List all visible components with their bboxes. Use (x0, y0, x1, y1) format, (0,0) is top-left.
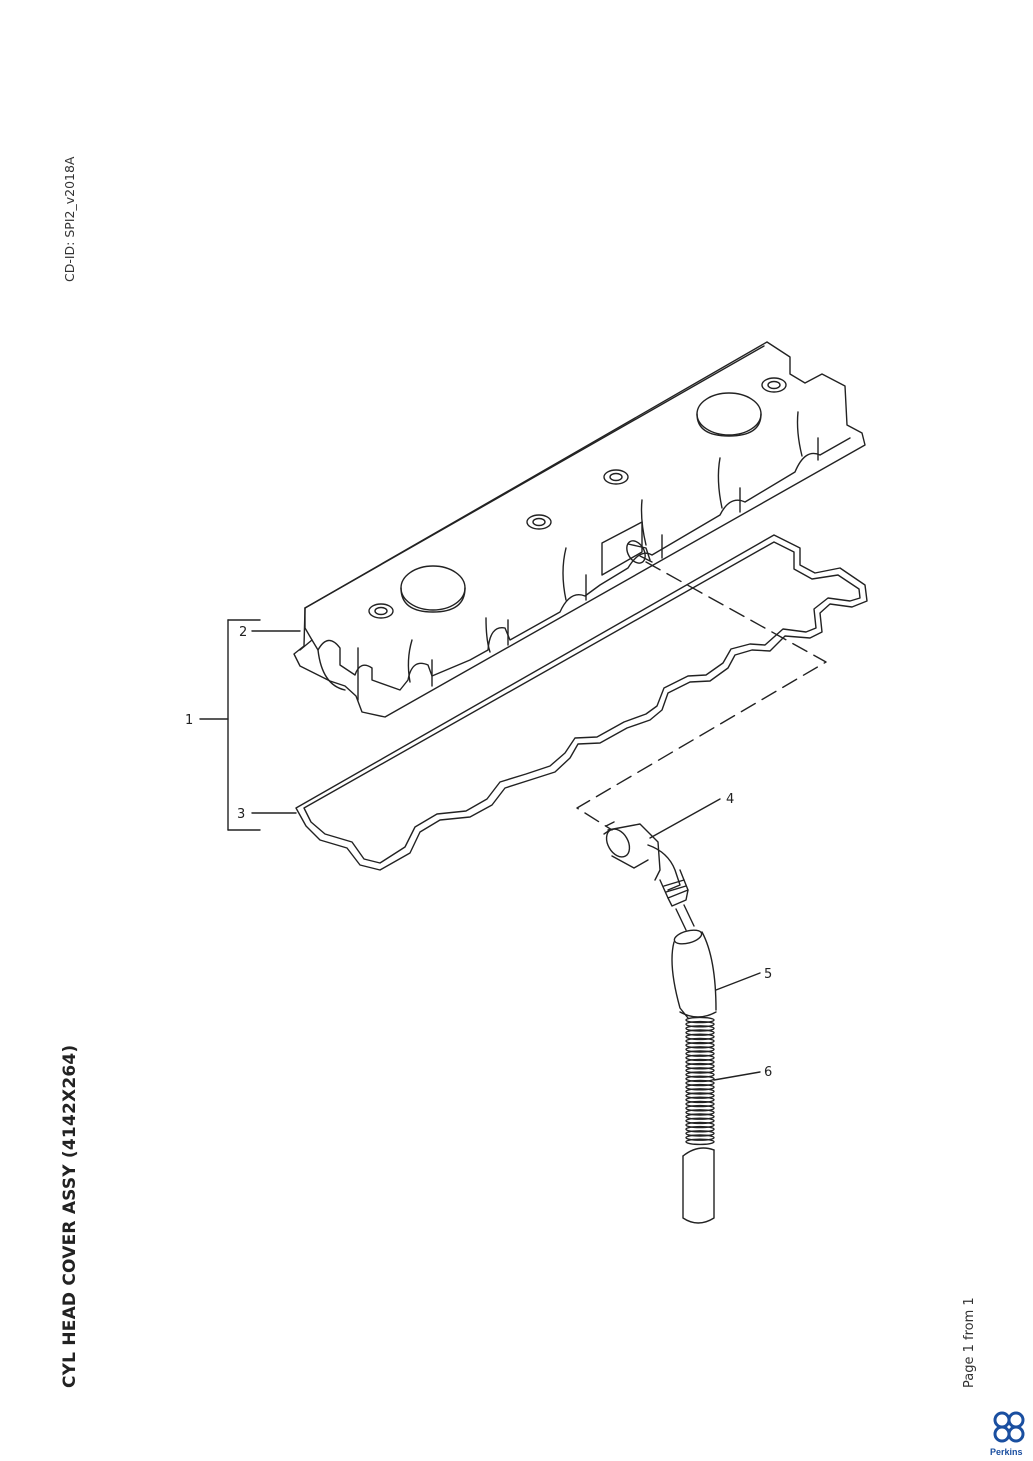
callout-5: 5 (764, 967, 772, 982)
spring-coil (685, 1033, 715, 1041)
perkins-logo-icon (993, 1411, 1025, 1443)
spring-coil (685, 1134, 715, 1141)
leader-lines (199, 619, 761, 1081)
spring-coil (685, 1067, 715, 1074)
spring-coil (685, 1058, 715, 1066)
spring-coil (685, 1100, 715, 1108)
hose-end (682, 1147, 715, 1224)
callout-1: 1 (185, 713, 193, 728)
spring-coil (685, 1138, 715, 1146)
callout-4: 4 (726, 792, 734, 807)
spring-coil (685, 1109, 715, 1116)
spring-coil (685, 1041, 715, 1049)
spring-coil (685, 1046, 715, 1053)
cover-gasket (295, 534, 868, 871)
spring-coil (685, 1054, 715, 1062)
spring-coil (685, 1050, 715, 1057)
spring-coil (685, 1125, 715, 1133)
spring-coil (685, 1121, 715, 1129)
brand-name: Perkins (990, 1447, 1023, 1457)
spring-coil (685, 1130, 715, 1137)
spring-coil (685, 1092, 715, 1099)
spring-coil (685, 1096, 715, 1104)
spring-coil (685, 1037, 715, 1045)
spring-coil (685, 1062, 715, 1070)
cylinder-head-cover (293, 341, 866, 718)
callout-3: 3 (237, 807, 245, 822)
hose-spring (685, 1016, 715, 1146)
spring-coil (685, 1075, 715, 1083)
breather-elbow (603, 821, 689, 907)
spring-coil (685, 1088, 715, 1095)
spring-coil (685, 1117, 715, 1125)
flow-line (576, 561, 827, 831)
spring-coil (685, 1071, 715, 1078)
breather-hose (671, 904, 717, 1019)
spring-coil (685, 1079, 715, 1087)
spring-coil (685, 1113, 715, 1120)
callout-2: 2 (239, 625, 247, 640)
spring-coil (685, 1016, 715, 1024)
spring-coil (685, 1104, 715, 1112)
spring-coil (685, 1083, 715, 1091)
callout-6: 6 (764, 1065, 772, 1080)
spring-coil (685, 1020, 715, 1028)
spring-coil (685, 1029, 715, 1036)
spring-coil (685, 1025, 715, 1032)
